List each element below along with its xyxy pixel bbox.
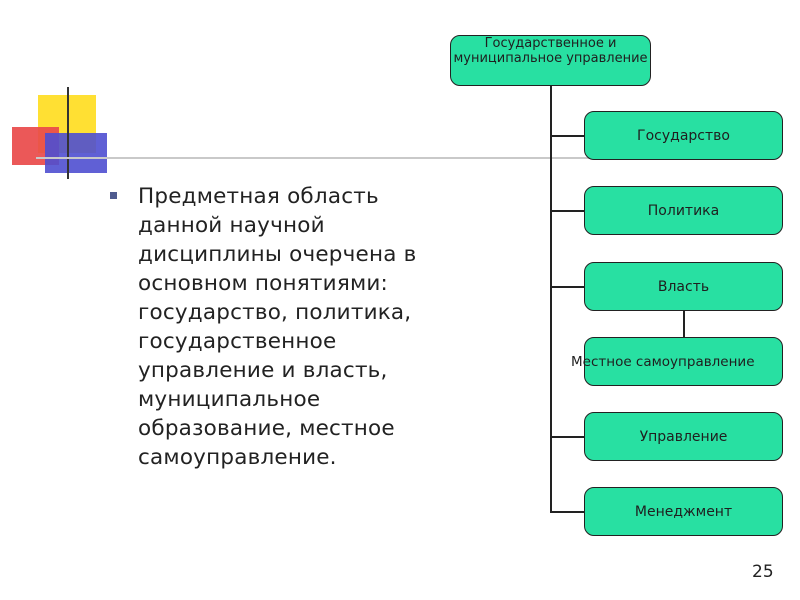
diagram-node-label: Государство bbox=[637, 127, 730, 144]
diagram-node-label: Управление bbox=[639, 428, 728, 445]
connector-line bbox=[550, 286, 584, 288]
bullet-item: Предметная область данной научной дисцип… bbox=[110, 182, 440, 472]
diagram-root-label: Государственное и муниципальное управлен… bbox=[453, 36, 648, 66]
diagram-node-label: Власть bbox=[657, 278, 710, 295]
diagram-node-box: Управление bbox=[584, 412, 783, 461]
diagram-node-box: Государство bbox=[584, 111, 783, 160]
bullet-text: Предметная область данной научной дисцип… bbox=[138, 184, 417, 470]
connector-line bbox=[550, 135, 584, 137]
diagram-node-box: Власть bbox=[584, 262, 783, 311]
diagram-node-box: Местное самоуправление bbox=[571, 337, 783, 386]
diagram-node-label: Менеджмент bbox=[634, 503, 733, 520]
page-number: 25 bbox=[752, 562, 774, 582]
connector-line bbox=[550, 436, 584, 438]
diagram-node-box: Менеджмент bbox=[584, 487, 783, 536]
connector-line bbox=[683, 311, 685, 338]
diagram-node-box: Политика bbox=[584, 186, 783, 235]
bullet-marker bbox=[110, 192, 117, 199]
decor-blue-square bbox=[45, 133, 107, 173]
decor-vertical-line bbox=[67, 87, 69, 179]
diagram-node-label: Местное самоуправление bbox=[571, 353, 755, 370]
diagram-trunk-line bbox=[550, 86, 552, 513]
decor-horizontal-line bbox=[36, 157, 596, 159]
diagram-root-box: Государственное и муниципальное управлен… bbox=[450, 35, 651, 86]
connector-line bbox=[550, 210, 584, 212]
connector-line bbox=[550, 511, 584, 513]
diagram-node-label: Политика bbox=[647, 202, 720, 219]
